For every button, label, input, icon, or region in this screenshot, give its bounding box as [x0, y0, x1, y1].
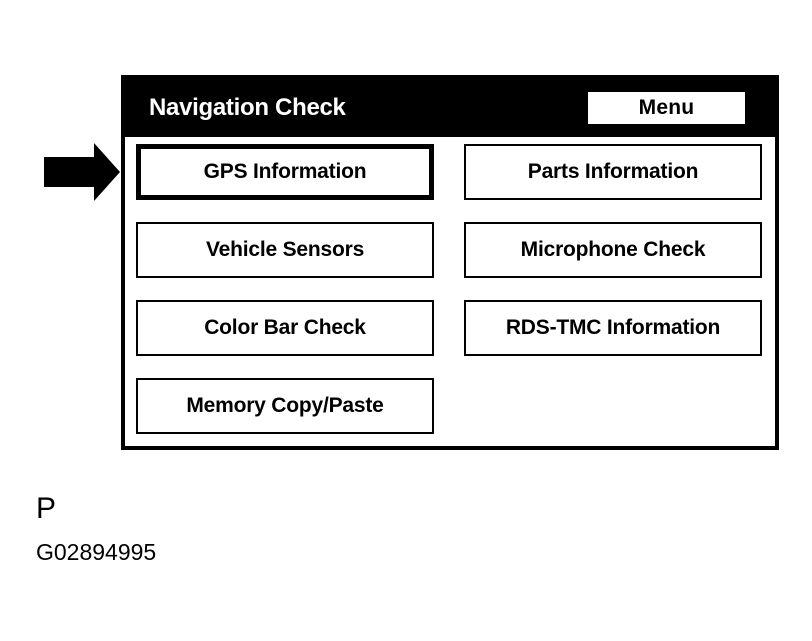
- navigation-check-panel: Navigation Check Menu GPS Information Ve…: [121, 75, 779, 450]
- title-bar: Navigation Check Menu: [125, 79, 775, 137]
- menu-button[interactable]: Menu: [588, 92, 745, 124]
- right-arrow-icon: [44, 143, 120, 201]
- left-button-column: GPS Information Vehicle Sensors Color Ba…: [136, 144, 434, 456]
- nav-button-vehicle-sensors[interactable]: Vehicle Sensors: [136, 222, 434, 278]
- right-arrow-glyph: [44, 143, 120, 201]
- nav-button-rds-tmc-information[interactable]: RDS-TMC Information: [464, 300, 762, 356]
- right-button-column: Parts Information Microphone Check RDS-T…: [464, 144, 762, 378]
- button-grid: GPS Information Vehicle Sensors Color Ba…: [125, 137, 775, 446]
- caption-label: P: [36, 492, 57, 525]
- nav-button-color-bar-check[interactable]: Color Bar Check: [136, 300, 434, 356]
- page-title: Navigation Check: [149, 94, 346, 121]
- nav-button-gps-information[interactable]: GPS Information: [136, 144, 434, 200]
- nav-button-memory-copy-paste[interactable]: Memory Copy/Paste: [136, 378, 434, 434]
- nav-button-parts-information[interactable]: Parts Information: [464, 144, 762, 200]
- figure-code: G02894995: [36, 539, 157, 565]
- nav-button-microphone-check[interactable]: Microphone Check: [464, 222, 762, 278]
